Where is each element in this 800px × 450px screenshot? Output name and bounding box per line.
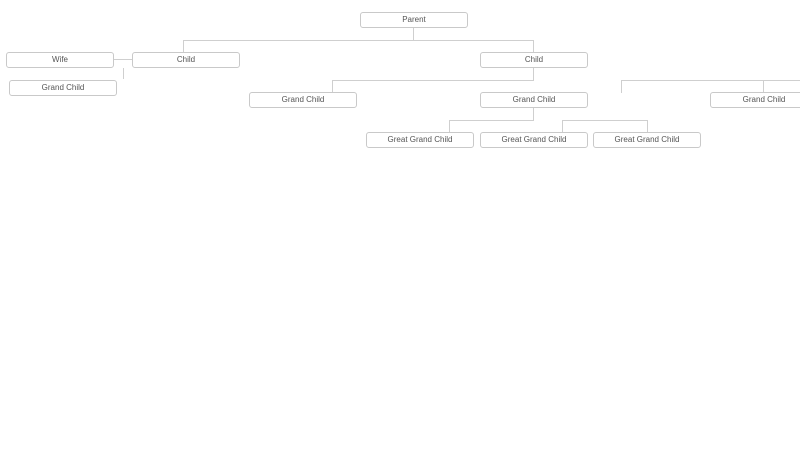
- connector-line: [332, 80, 333, 93]
- node-grand-child-left[interactable]: Grand Child: [9, 80, 117, 96]
- node-parent[interactable]: Parent: [360, 12, 468, 28]
- connector-line: [621, 80, 622, 93]
- node-great-grand-child-3[interactable]: Great Grand Child: [593, 132, 701, 148]
- node-child-left[interactable]: Child: [132, 52, 240, 68]
- node-grand-child-3[interactable]: Grand Child: [710, 92, 800, 108]
- connector-line: [647, 120, 648, 133]
- node-grand-child-1[interactable]: Grand Child: [249, 92, 357, 108]
- connector-line: [763, 80, 764, 93]
- connector-line: [123, 68, 124, 79]
- connector-line: [533, 107, 534, 120]
- connector-line: [183, 40, 184, 53]
- connector-line: [533, 40, 534, 53]
- node-child-right[interactable]: Child: [480, 52, 588, 68]
- connector-line: [413, 27, 414, 40]
- node-great-grand-child-1[interactable]: Great Grand Child: [366, 132, 474, 148]
- connector-line: [449, 120, 534, 121]
- connector-line: [562, 120, 648, 121]
- connector-line: [449, 120, 450, 133]
- node-grand-child-2[interactable]: Grand Child: [480, 92, 588, 108]
- node-wife[interactable]: Wife: [6, 52, 114, 68]
- connector-line: [533, 67, 534, 80]
- connector-line: [621, 80, 800, 81]
- connector-line: [113, 59, 133, 60]
- connector-line: [332, 80, 534, 81]
- connector-line: [183, 40, 534, 41]
- node-great-grand-child-2[interactable]: Great Grand Child: [480, 132, 588, 148]
- connector-line: [562, 120, 563, 133]
